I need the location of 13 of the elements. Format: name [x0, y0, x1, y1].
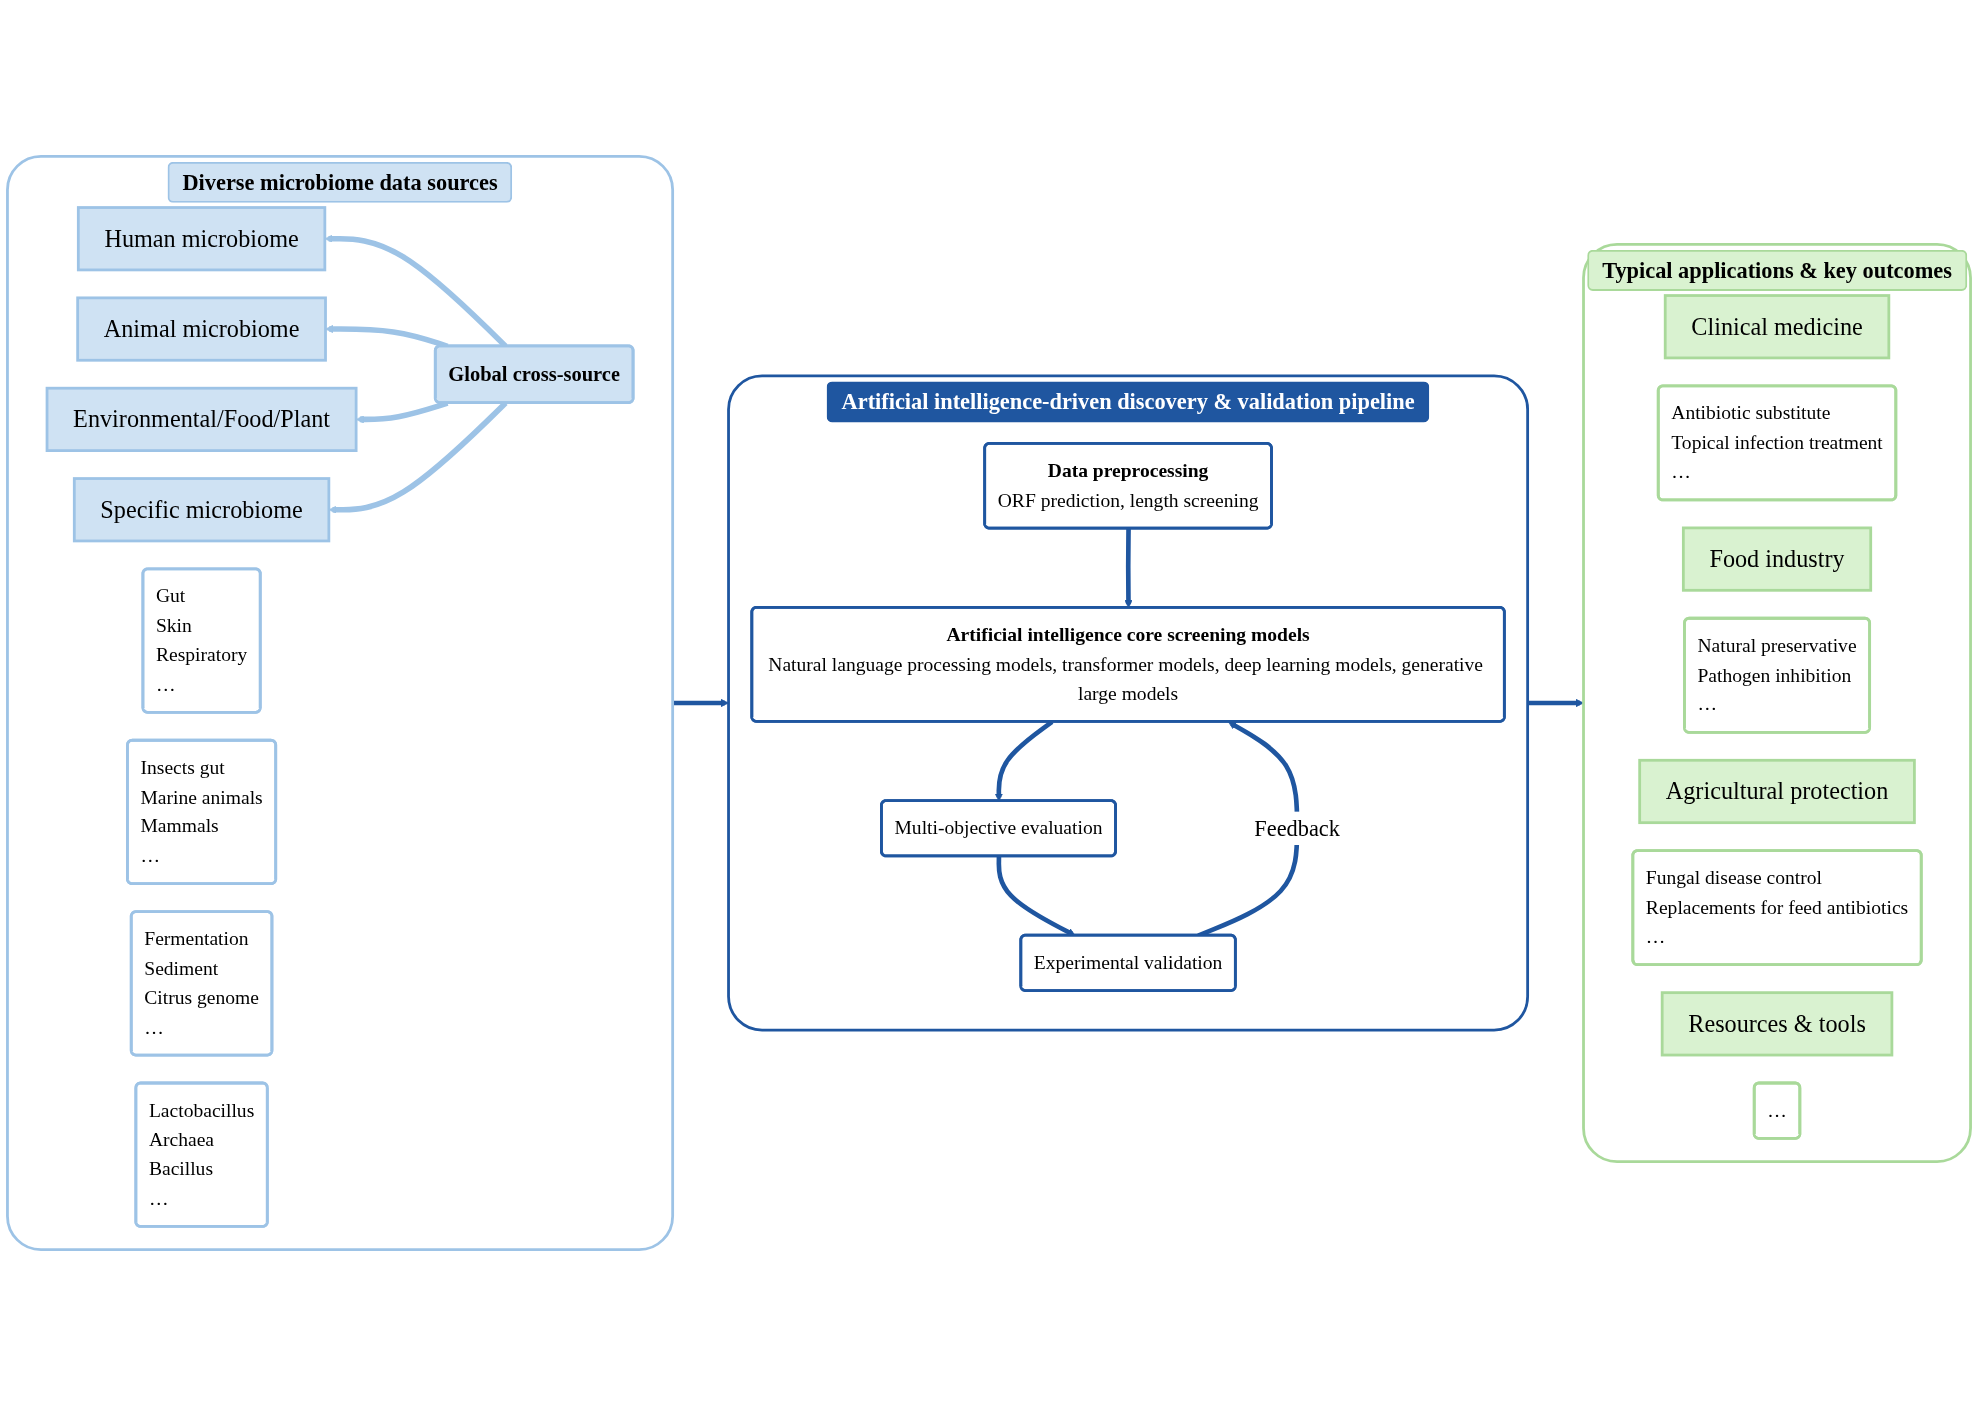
- node-box: Animal microbiome: [76, 296, 327, 362]
- node-box: Food industry: [1681, 526, 1873, 592]
- arrow: [1527, 698, 1584, 708]
- arrow: [672, 698, 729, 708]
- arrow: [996, 856, 1076, 936]
- node-box: Environmental/Food/Plant: [45, 386, 358, 452]
- node-box: Agricultural protection: [1638, 758, 1916, 825]
- node-box: Human microbiome: [76, 206, 327, 272]
- node-box: Clinical medicine: [1663, 294, 1891, 360]
- node-box: Specific microbiome: [72, 477, 331, 543]
- edge-label: Feedback: [1254, 816, 1340, 841]
- arrow: [328, 401, 508, 514]
- node-box: Resources & tools: [1660, 991, 1894, 1057]
